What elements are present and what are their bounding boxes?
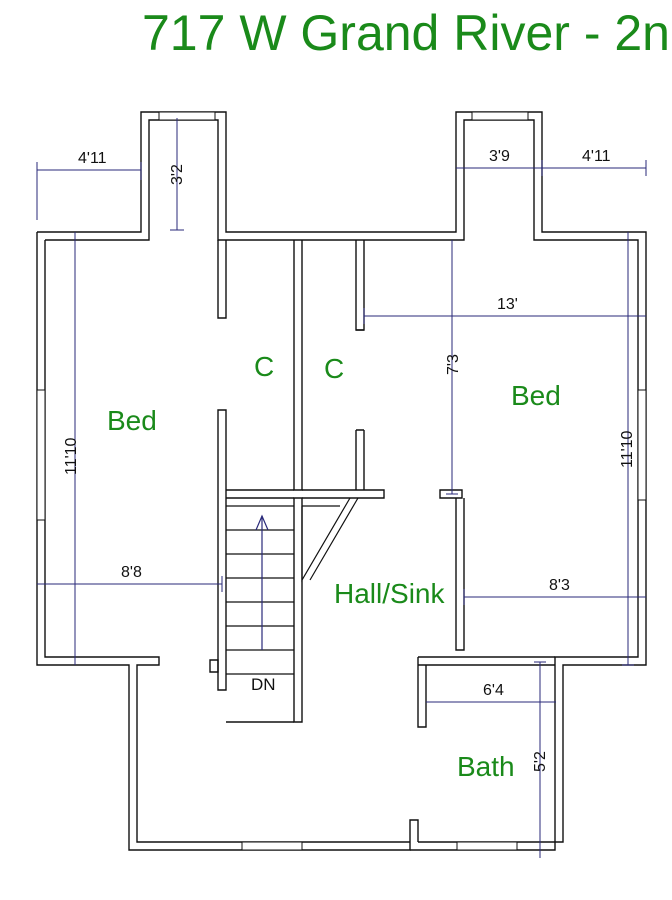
dim-11-10-left: 11'10 <box>63 437 80 475</box>
dim-3-9: 3'9 <box>489 148 510 165</box>
dim-8-3: 8'3 <box>549 577 570 594</box>
window-top-right <box>471 111 529 121</box>
dim-5-2: 5'2 <box>532 751 549 772</box>
dim-4-11-left: 4'11 <box>78 150 107 167</box>
dim-8-8: 8'8 <box>121 564 142 581</box>
window-right <box>637 389 647 501</box>
room-label-closet-2: C <box>324 353 344 384</box>
dimension-labels: 4'11 3'2 3'9 4'11 13' 7'3 11'10 11'10 8'… <box>63 148 636 772</box>
window-top-left <box>158 111 216 121</box>
window-left <box>36 389 46 521</box>
plan-title: 717 W Grand River - 2n <box>142 5 670 61</box>
room-label-bed-left: Bed <box>107 405 157 436</box>
dim-13: 13' <box>497 296 518 313</box>
room-label-hall: Hall/Sink <box>334 578 445 609</box>
interior-walls <box>209 240 555 728</box>
staircase[interactable]: DN <box>226 497 359 694</box>
dim-6-4: 6'4 <box>483 682 504 699</box>
room-label-bath: Bath <box>457 751 515 782</box>
windows <box>36 111 647 851</box>
window-bottom-right <box>456 841 518 851</box>
room-labels: Bed C C Bed Hall/Sink Bath <box>107 351 561 782</box>
dim-7-3: 7'3 <box>445 354 462 375</box>
dim-11-10-right: 11'10 <box>619 430 636 468</box>
exterior-walls <box>36 111 647 851</box>
dim-4-11-right: 4'11 <box>582 148 611 165</box>
stairs-down-label: DN <box>251 675 276 694</box>
dim-3-2: 3'2 <box>169 164 186 185</box>
room-label-bed-right: Bed <box>511 380 561 411</box>
window-bottom-left <box>241 841 303 851</box>
dimension-lines <box>36 118 647 858</box>
room-label-closet-1: C <box>254 351 274 382</box>
